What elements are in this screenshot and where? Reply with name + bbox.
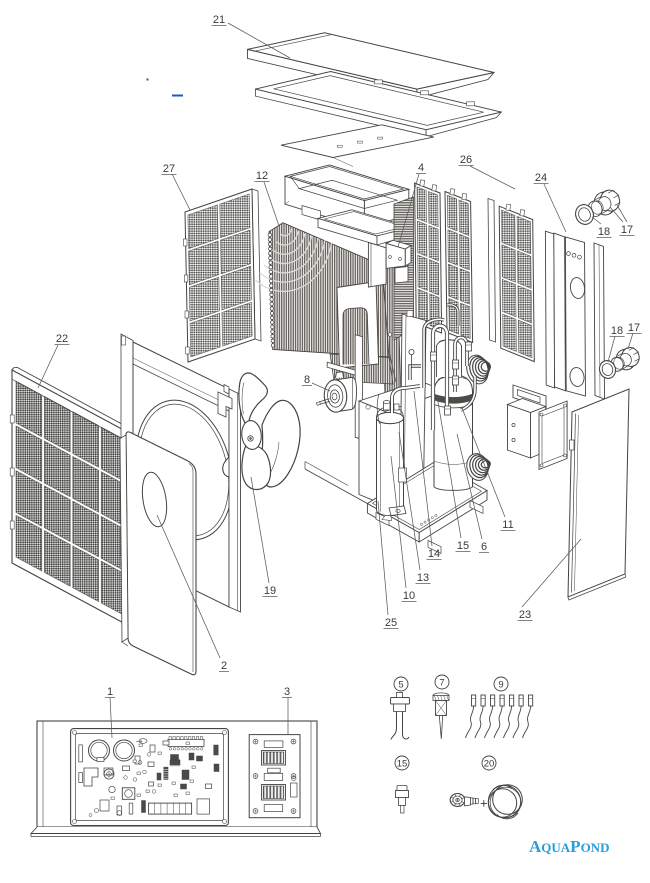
- svg-text:23: 23: [519, 609, 531, 621]
- svg-text:15: 15: [457, 540, 469, 552]
- svg-text:2: 2: [221, 660, 227, 672]
- svg-text:26: 26: [460, 154, 472, 166]
- svg-text:5: 5: [398, 680, 403, 691]
- svg-text:17: 17: [621, 224, 633, 236]
- svg-text:20: 20: [484, 759, 495, 770]
- svg-text:7: 7: [439, 678, 444, 689]
- svg-text:24: 24: [535, 172, 547, 184]
- svg-text:19: 19: [264, 585, 276, 597]
- svg-text:+: +: [480, 796, 488, 811]
- svg-text:6: 6: [481, 541, 487, 553]
- svg-text:21: 21: [213, 14, 225, 26]
- svg-text:10: 10: [403, 590, 415, 602]
- svg-text:25: 25: [385, 617, 397, 629]
- svg-text:17: 17: [628, 322, 640, 334]
- svg-text:13: 13: [417, 572, 429, 584]
- svg-text:18: 18: [598, 226, 610, 238]
- svg-text:18: 18: [611, 325, 623, 337]
- svg-text:9: 9: [498, 680, 503, 691]
- svg-text:12: 12: [256, 170, 268, 182]
- svg-text:AQUAPOND: AQUAPOND: [529, 837, 609, 856]
- svg-text:15: 15: [397, 759, 408, 770]
- svg-text:8: 8: [304, 374, 310, 386]
- svg-text:1: 1: [107, 686, 113, 698]
- svg-text:14: 14: [428, 548, 440, 560]
- svg-text:11: 11: [502, 519, 513, 531]
- svg-text:3: 3: [284, 686, 290, 698]
- svg-text:27: 27: [163, 163, 175, 175]
- svg-text:22: 22: [56, 333, 68, 345]
- svg-text:4: 4: [418, 162, 424, 174]
